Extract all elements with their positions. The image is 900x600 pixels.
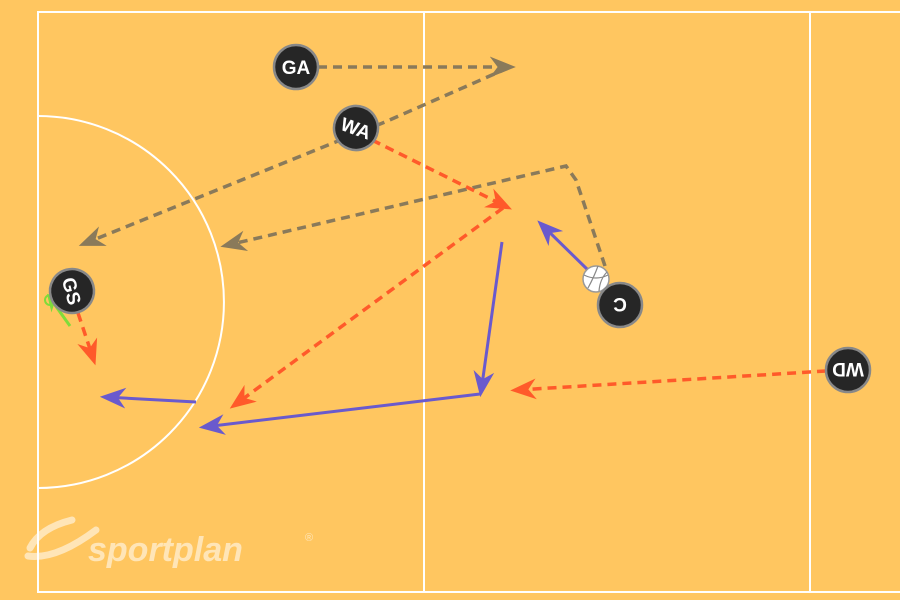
- pass-arrow-wd: [510, 369, 827, 400]
- run-arrows: [78, 56, 607, 267]
- player-ga-label: GA: [282, 58, 311, 79]
- move-arrow-c: [537, 220, 592, 274]
- watermark-brand: sportplan: [88, 531, 243, 569]
- court-lines: [37, 11, 900, 593]
- player-wd-label: WD: [832, 358, 864, 379]
- pass-arrow-mid: [229, 206, 505, 409]
- dribble-arrows: [99, 220, 592, 435]
- run-arrow-c: [220, 164, 607, 267]
- player-ga[interactable]: GA: [272, 43, 320, 91]
- player-wd[interactable]: WD: [824, 346, 872, 394]
- netball-icon: [582, 265, 610, 293]
- move-arrow-long: [198, 392, 481, 435]
- pass-arrow-gs: [76, 312, 98, 366]
- player-c-label: C: [613, 293, 627, 314]
- pass-arrows: [76, 138, 827, 409]
- player-c[interactable]: C: [596, 281, 644, 329]
- shooting-circle: [37, 115, 225, 489]
- sportplan-watermark: sportplan ®: [24, 516, 313, 569]
- watermark-registered: ®: [305, 532, 313, 544]
- pass-arrow-wa: [371, 138, 512, 210]
- court-boundary: [37, 11, 900, 593]
- move-arrow-down: [473, 241, 504, 398]
- player-gs[interactable]: GS: [45, 264, 99, 318]
- run-arrow-wa: [78, 66, 509, 246]
- move-arrow-circle: [99, 387, 197, 409]
- sportplan-logo-icon: [24, 516, 100, 560]
- player-wa[interactable]: WA: [328, 100, 384, 156]
